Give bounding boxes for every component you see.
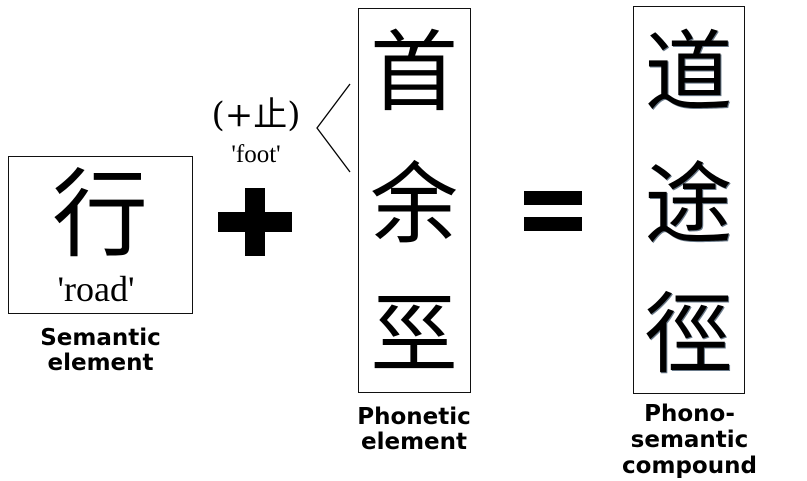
semantic-element-box: 行 'road' (8, 156, 193, 314)
compound-character: 途 (644, 153, 733, 256)
semantic-gloss: 'road' (57, 269, 135, 309)
semantic-caption-line2: element (47, 350, 154, 376)
plus-sign-icon (218, 188, 292, 256)
compound-caption-line1: Phono- (644, 401, 735, 427)
phonetic-caption-line1: Phonetic (357, 404, 471, 430)
semantic-caption-line1: Semantic (40, 325, 161, 351)
phonetic-element-box: 首 余 巠 (358, 8, 471, 393)
phonetic-character: 巠 (369, 283, 458, 386)
compound-character: 道 (644, 21, 733, 124)
foot-radical-note: (+止) (211, 95, 301, 135)
compound-caption-line3: compound (622, 453, 757, 479)
phonetic-caption-line2: element (360, 429, 467, 455)
semantic-character: 行 (52, 159, 148, 271)
compound-character: 徑 (644, 283, 733, 386)
compound-caption-line2: semantic (630, 427, 749, 453)
phonetic-character: 首 (369, 21, 458, 124)
phonetic-caption: Phonetic element (340, 405, 488, 455)
phonetic-character: 余 (369, 153, 458, 256)
semantic-caption: Semantic element (8, 326, 193, 376)
foot-gloss: 'foot' (231, 141, 281, 168)
compound-box: 道 途 徑 (633, 6, 745, 394)
equals-sign-icon (524, 191, 582, 231)
compound-caption: Phono- semantic compound (612, 401, 767, 479)
angle-connector-icon (316, 83, 351, 173)
